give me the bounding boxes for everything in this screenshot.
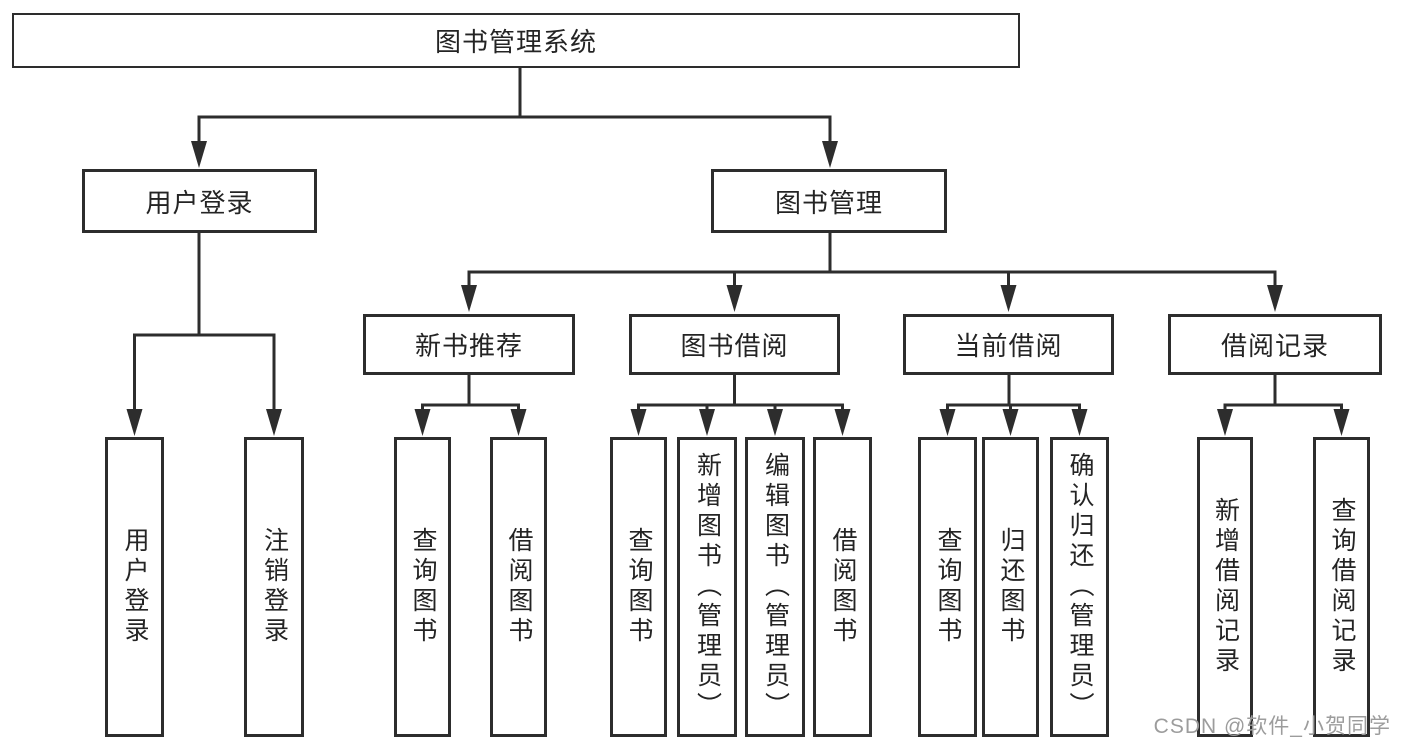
arrowhead-book-borrow	[726, 285, 743, 312]
arrowhead-book-management	[822, 141, 838, 168]
node-new-book-recommend-label: 新书推荐	[414, 331, 523, 361]
leaf-borrow-books-1: 借阅图书	[490, 437, 547, 737]
arrowhead-borrow-record	[1267, 285, 1283, 312]
arrowhead-leaf-query-borrow-record	[1333, 409, 1350, 436]
arrowhead-leaf-user-login	[126, 409, 143, 436]
node-borrow-record-label: 借阅记录	[1220, 331, 1329, 361]
leaf-query-books-3-label: 查询图书	[934, 527, 962, 647]
arrowhead-leaf-borrow-books-2	[834, 409, 851, 436]
leaf-add-borrow-record: 新增借阅记录	[1197, 437, 1253, 737]
leaf-add-books-admin-label: 新增图书（管理员）	[693, 452, 722, 722]
arrowhead-leaf-add-borrow-record	[1217, 409, 1233, 436]
leaf-borrow-books-1-label: 借阅图书	[505, 527, 533, 647]
leaf-query-borrow-record: 查询借阅记录	[1313, 437, 1370, 737]
leaf-query-borrow-record-label: 查询借阅记录	[1328, 497, 1356, 677]
arrowhead-leaf-return-books	[1002, 409, 1019, 436]
leaf-user-login-label: 用户登录	[121, 527, 149, 647]
node-user-login: 用户登录	[82, 169, 317, 233]
leaf-confirm-return-admin: 确认归还（管理员）	[1050, 437, 1109, 737]
leaf-add-books-admin: 新增图书（管理员）	[677, 437, 737, 737]
node-user-login-label: 用户登录	[145, 187, 254, 218]
node-book-borrow-label: 图书借阅	[680, 331, 789, 361]
leaf-user-login: 用户登录	[105, 437, 164, 737]
node-book-management: 图书管理	[711, 169, 947, 233]
leaf-query-books-1-label: 查询图书	[409, 527, 437, 647]
node-root-label: 图书管理系统	[434, 27, 597, 57]
leaf-query-books-3: 查询图书	[918, 437, 977, 737]
node-current-borrow: 当前借阅	[903, 314, 1114, 375]
leaf-borrow-books-2: 借阅图书	[813, 437, 872, 737]
arrowhead-user-login	[191, 141, 207, 168]
leaf-edit-books-admin: 编辑图书（管理员）	[745, 437, 805, 737]
leaf-query-books-2: 查询图书	[610, 437, 667, 737]
node-book-borrow: 图书借阅	[629, 314, 840, 375]
arrowhead-leaf-query-books-2	[630, 409, 647, 436]
leaf-logout: 注销登录	[244, 437, 304, 737]
node-book-management-label: 图书管理	[774, 187, 883, 218]
arrowhead-leaf-add-books	[699, 409, 715, 436]
leaf-add-borrow-record-label: 新增借阅记录	[1211, 497, 1240, 677]
leaf-logout-label: 注销登录	[260, 527, 289, 647]
arrowhead-current-borrow	[1000, 285, 1017, 312]
node-borrow-record: 借阅记录	[1168, 314, 1382, 375]
leaf-query-books-2-label: 查询图书	[625, 527, 653, 647]
node-current-borrow-label: 当前借阅	[954, 331, 1063, 361]
arrowhead-leaf-query-books-3	[939, 409, 956, 436]
node-root: 图书管理系统	[12, 13, 1020, 68]
arrowhead-leaf-logout	[266, 409, 282, 436]
leaf-return-books-label: 归还图书	[997, 527, 1025, 647]
node-new-book-recommend: 新书推荐	[363, 314, 575, 375]
arrowhead-leaf-edit-books	[767, 409, 783, 436]
leaf-edit-books-admin-label: 编辑图书（管理员）	[761, 452, 790, 722]
leaf-query-books-1: 查询图书	[394, 437, 451, 737]
csdn-watermark: CSDN @软件_小贺同学	[1153, 715, 1391, 738]
arrowhead-leaf-borrow-books-1	[510, 409, 527, 436]
leaf-borrow-books-2-label: 借阅图书	[829, 527, 857, 647]
leaf-return-books: 归还图书	[982, 437, 1039, 737]
leaf-confirm-return-admin-label: 确认归还（管理员）	[1066, 452, 1094, 722]
arrowhead-leaf-query-books-1	[414, 409, 431, 436]
arrowhead-new-book-recommend	[461, 285, 477, 312]
arrowhead-leaf-confirm-return	[1071, 409, 1088, 436]
